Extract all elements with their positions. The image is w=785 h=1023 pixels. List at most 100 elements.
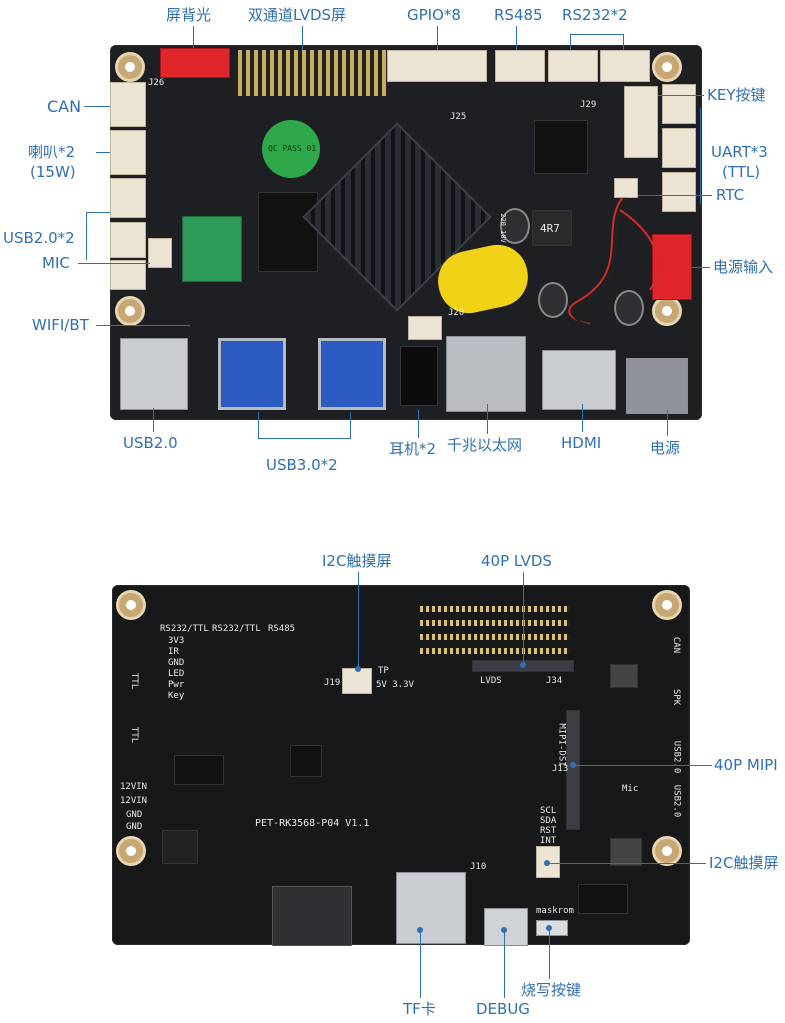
label-mic: MIC (42, 254, 70, 272)
mounting-hole (116, 836, 146, 866)
status-led-labels: 3V3 IR GND LED Pwr Key (168, 636, 184, 702)
silk-sda: SDA (540, 816, 557, 826)
ethernet-port-back (272, 886, 352, 946)
speaker-connector-1 (110, 130, 146, 175)
leader-line (570, 34, 571, 50)
silk-led-key: Key (168, 691, 185, 701)
leader-line (418, 410, 419, 438)
label-i2c-touch-top: I2C触摸屏 (322, 552, 392, 570)
usb3-port-2 (318, 338, 386, 410)
silk-led-ir: IR (168, 647, 179, 657)
qc-pass-sticker (262, 120, 320, 178)
label-usb30: USB3.0*2 (266, 456, 338, 474)
silk-ttl-b: TTL (129, 726, 140, 744)
silk-j13: J13 (552, 764, 569, 774)
leader-line (84, 106, 110, 107)
board-model-text: PET-RK3568-P04 V1.1 (255, 818, 370, 829)
silk-gnd-a: GND (126, 810, 143, 820)
label-can: CAN (47, 97, 82, 116)
label-dual-lvds: 双通道LVDS屏 (248, 6, 347, 24)
leader-line (638, 195, 712, 196)
leader-line (78, 263, 150, 264)
key-connector (624, 86, 658, 158)
silk-12vin-a: 12VIN (120, 782, 148, 792)
gpio-connector (387, 50, 487, 82)
lvds-pad-row (420, 648, 570, 654)
earphone-jack (400, 346, 438, 406)
ethernet-port (446, 336, 526, 412)
label-rs485: RS485 (494, 6, 543, 24)
leader-dot (417, 927, 423, 933)
silk-rs485: RS485 (268, 624, 296, 634)
silk-j20: J20 (448, 308, 465, 318)
silk-led-led: LED (168, 669, 185, 679)
silk-j29: J29 (580, 100, 597, 110)
label-usb20: USB2.0 (123, 434, 178, 452)
burn-key-button (536, 920, 568, 936)
silk-rs232-b: RS232/TTL (212, 624, 261, 634)
silk-spk: SPK (671, 688, 682, 706)
leader-dot (546, 925, 552, 931)
leader-dot (355, 666, 361, 672)
silk-j34: J34 (546, 676, 563, 686)
usb2-port (120, 338, 188, 410)
leader-line (96, 325, 190, 326)
silk-lvds: LVDS (480, 676, 502, 686)
capacitor (538, 282, 568, 318)
label-lvds-40p: 40P LVDS (481, 552, 552, 570)
silk-scl: SCL (540, 806, 557, 816)
silk-usb-b: USB2.0 (671, 784, 682, 818)
silk-rst: RST (540, 826, 557, 836)
leader-line (504, 930, 505, 998)
ethernet-phy-chip (534, 120, 588, 174)
leader-line (549, 928, 550, 979)
leader-line (574, 765, 712, 766)
leader-line (700, 108, 701, 204)
mounting-hole (652, 836, 682, 866)
leader-dot (520, 662, 526, 668)
inductor (532, 210, 572, 246)
leader-dot (570, 762, 576, 768)
can-connector (110, 82, 146, 127)
silk-12v: 12V (346, 680, 363, 690)
capacitor (500, 208, 530, 244)
silk-ttl-a: TTL (129, 672, 140, 690)
mounting-hole (115, 52, 145, 82)
leader-line (548, 863, 706, 864)
leader-line (258, 438, 351, 439)
ic-chip (610, 838, 642, 866)
tf-card-slot (396, 872, 466, 944)
silk-rs232-a: RS232/TTL (160, 624, 209, 634)
silk-mic: Mic (622, 784, 639, 794)
label-earphone: 耳机*2 (389, 440, 437, 458)
leader-line (570, 34, 624, 35)
mipi-fpc-connector (566, 710, 580, 830)
label-ethernet: 千兆以太网 (447, 436, 523, 454)
lvds-pad-row (420, 620, 570, 626)
mounting-hole (652, 590, 682, 620)
label-tf-card: TF卡 (403, 1000, 436, 1018)
backlight-connector (160, 48, 230, 78)
leader-line (302, 26, 303, 50)
silk-led-pwr: Pwr (168, 680, 185, 690)
label-speaker: 喇叭*2 (28, 143, 76, 161)
uart-connector-2 (662, 128, 696, 168)
speaker-connector-2 (110, 178, 146, 218)
silk-j19: J19 (324, 678, 341, 688)
leader-line (667, 410, 668, 436)
leader-line (487, 404, 488, 434)
label-power-input: 电源输入 (713, 258, 774, 276)
leader-line (96, 152, 110, 153)
leader-line (350, 412, 351, 438)
wifi-module (182, 216, 242, 282)
hdmi-port (542, 350, 616, 410)
capacitor (614, 290, 644, 326)
silk-gnd-b: GND (126, 822, 143, 832)
mounting-hole (115, 296, 145, 326)
uart-connector-3 (662, 172, 696, 212)
rs485-connector (495, 50, 545, 82)
silk-tp: TP (378, 666, 389, 676)
label-hdmi: HDMI (561, 434, 602, 452)
mounting-hole (116, 590, 146, 620)
silk-maskrom: maskrom (536, 906, 574, 916)
